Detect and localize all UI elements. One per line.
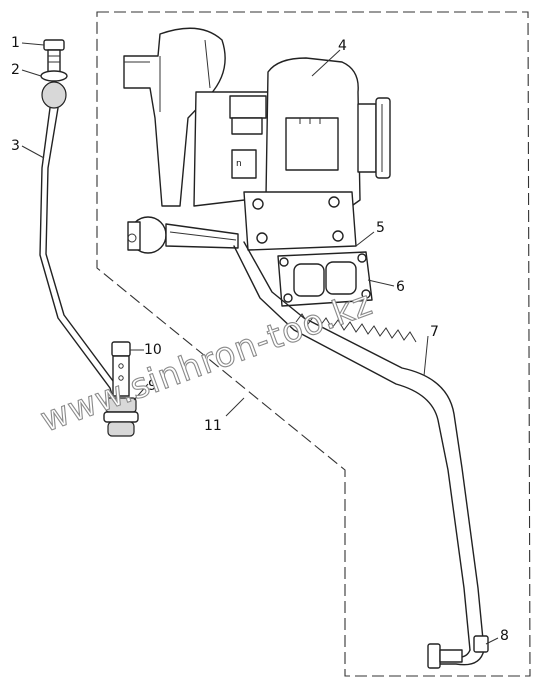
drain-fitting	[427, 635, 489, 669]
leader-lines	[21, 42, 499, 645]
callout-5: 5	[376, 220, 385, 236]
callout-8: 8	[500, 628, 509, 644]
oil-drain-pipe	[233, 241, 485, 666]
sealing-washer	[40, 70, 68, 82]
flange-bolt	[332, 230, 344, 242]
banjo-bolt	[43, 39, 65, 73]
turbocharger: n	[123, 27, 391, 254]
callout-6: 6	[396, 279, 405, 295]
callout-3: 3	[11, 138, 20, 154]
exhaust-gasket	[277, 251, 373, 307]
callout-7: 7	[430, 324, 439, 340]
callout-labels: 1 2 3 4 5 6 7 8 9 10 11	[11, 35, 509, 644]
lower-banjo-fitting	[103, 341, 139, 437]
watermark: www.sinhron-too.kz	[35, 283, 377, 440]
callout-1: 1	[11, 35, 20, 51]
callout-2: 2	[11, 62, 20, 78]
callout-4: 4	[338, 38, 347, 54]
flange-bolt	[256, 232, 268, 244]
callout-10: 10	[144, 342, 162, 358]
flange-bolt	[328, 196, 340, 208]
oil-feed-pipe	[39, 81, 123, 409]
turbo-plate-text: n	[236, 159, 242, 169]
flange-bolt	[252, 198, 264, 210]
callout-11: 11	[204, 418, 222, 434]
callout-9: 9	[148, 378, 157, 394]
assembly-boundary	[96, 11, 531, 677]
